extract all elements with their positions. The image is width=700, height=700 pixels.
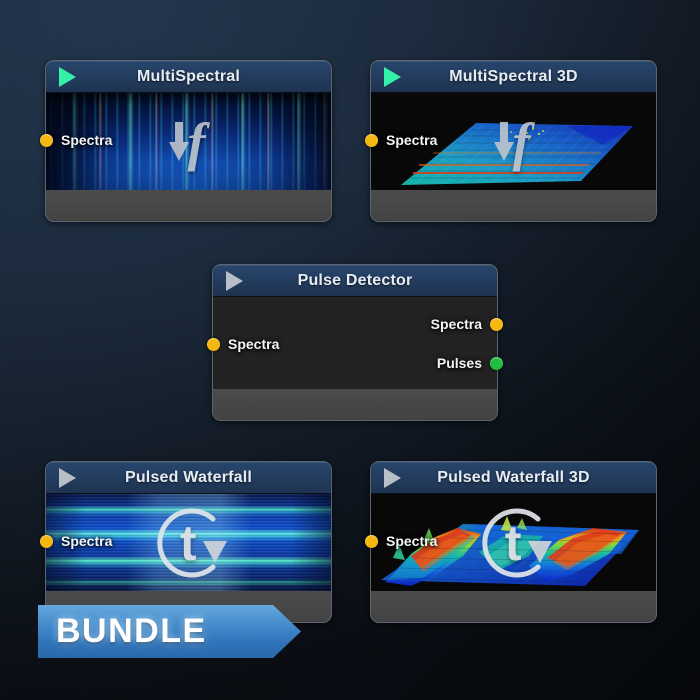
- node-pulsed-waterfall[interactable]: Pulsed Waterfall t S: [40, 461, 332, 623]
- node-pulsed-waterfall-3d[interactable]: Pulsed Waterfall 3D: [365, 461, 657, 623]
- node-multispectral-footer: [46, 190, 331, 220]
- play-icon[interactable]: [226, 270, 243, 291]
- node-pulse-detector-header[interactable]: Pulse Detector: [213, 265, 497, 297]
- input-port-label-spectra: Spectra: [386, 132, 438, 148]
- play-icon[interactable]: [384, 467, 401, 488]
- node-multispectral-3d-header[interactable]: MultiSpectral 3D: [371, 61, 656, 93]
- node-pulse-detector-body: [213, 297, 497, 389]
- input-port-label-spectra: Spectra: [386, 533, 438, 549]
- node-multispectral-header[interactable]: MultiSpectral: [46, 61, 331, 93]
- output-port-pulses[interactable]: [490, 357, 503, 370]
- node-multispectral-body: f: [46, 93, 331, 190]
- node-pulsed-waterfall-3d-header[interactable]: Pulsed Waterfall 3D: [371, 462, 656, 494]
- node-pulse-detector[interactable]: Pulse Detector Spectra Spectra Pulses: [207, 264, 503, 421]
- node-pulsed-waterfall-header[interactable]: Pulsed Waterfall: [46, 462, 331, 494]
- node-title: Pulsed Waterfall: [124, 468, 253, 486]
- input-port-label-spectra: Spectra: [61, 533, 113, 549]
- input-port-spectra[interactable]: [365, 134, 378, 147]
- node-pulsed-waterfall-3d-footer: [371, 591, 656, 621]
- input-port-label-spectra: Spectra: [228, 336, 280, 352]
- play-icon[interactable]: [59, 467, 76, 488]
- node-multispectral-inner: MultiSpectral f: [46, 61, 331, 221]
- node-title: MultiSpectral: [136, 67, 241, 85]
- input-port-spectra[interactable]: [40, 535, 53, 548]
- node-multispectral[interactable]: MultiSpectral f Spectra: [40, 60, 332, 222]
- node-title: Pulsed Waterfall 3D: [437, 468, 590, 486]
- input-port-label-spectra: Spectra: [61, 132, 113, 148]
- input-port-spectra[interactable]: [207, 338, 220, 351]
- play-icon[interactable]: [59, 66, 76, 87]
- input-port-spectra[interactable]: [365, 535, 378, 548]
- output-port-spectra[interactable]: [490, 318, 503, 331]
- node-title: Pulse Detector: [297, 271, 413, 289]
- play-icon[interactable]: [384, 66, 401, 87]
- node-pulse-detector-footer: [213, 389, 497, 419]
- node-title: MultiSpectral 3D: [449, 67, 578, 85]
- output-port-label-pulses: Pulses: [436, 355, 482, 371]
- node-multispectral-3d-body: f: [371, 93, 656, 190]
- output-port-label-spectra: Spectra: [430, 316, 482, 332]
- node-multispectral-3d[interactable]: MultiSpectral 3D: [365, 60, 657, 222]
- node-pulsed-waterfall-body: t: [46, 494, 331, 591]
- node-multispectral-3d-inner: MultiSpectral 3D: [371, 61, 656, 221]
- bundle-ribbon: BUNDLE: [38, 605, 301, 658]
- node-pulse-detector-inner: Pulse Detector: [213, 265, 497, 420]
- bundle-ribbon-label: BUNDLE: [56, 612, 207, 650]
- spectrogram-3d-visual: [371, 93, 656, 190]
- node-multispectral-3d-footer: [371, 190, 656, 220]
- input-port-spectra[interactable]: [40, 134, 53, 147]
